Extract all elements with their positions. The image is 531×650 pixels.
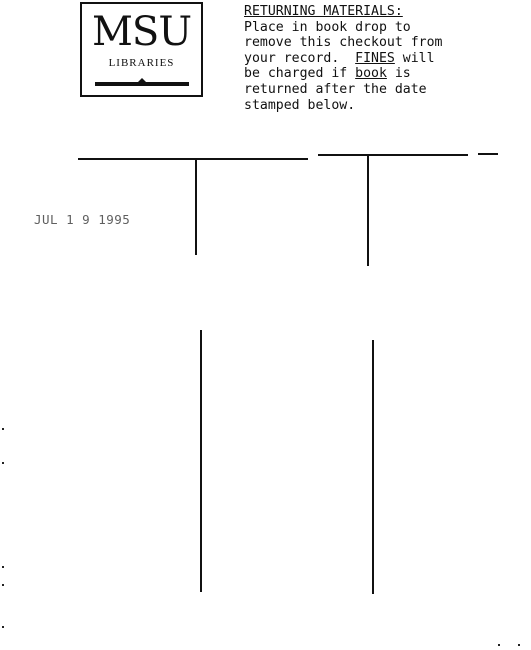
column-divider-right	[367, 156, 369, 266]
notice-line-3a: your record.	[244, 50, 356, 66]
header-rule-right	[318, 154, 468, 156]
notice-heading: RETURNING MATERIALS:	[244, 4, 403, 19]
msu-libraries-logo: MSU LIBRARIES	[80, 2, 203, 97]
margin-mark	[2, 462, 4, 464]
margin-mark	[2, 428, 4, 430]
notice-book: book	[355, 66, 387, 82]
header-rule	[78, 158, 308, 160]
margin-mark	[2, 584, 4, 586]
notice-line-2: remove this checkout from	[244, 35, 443, 51]
notice-fines: FINES	[355, 50, 395, 66]
header-rule-end	[478, 153, 498, 155]
logo-book-notch	[137, 78, 147, 83]
column-divider-left-lower	[200, 330, 202, 592]
notice-line-5: returned after the date	[244, 81, 427, 97]
notice-line-4b: is	[386, 66, 411, 82]
notice-line-4a: be charged if	[244, 66, 356, 82]
notice-line-3b: will	[394, 50, 435, 66]
returning-materials-notice: RETURNING MATERIALS: Place in book drop …	[244, 4, 529, 113]
column-divider-right-lower	[372, 340, 374, 594]
margin-mark	[498, 644, 500, 646]
logo-msu-text: MSU	[91, 9, 192, 55]
logo-libraries-text: LIBRARIES	[108, 57, 175, 69]
margin-mark	[518, 644, 520, 646]
margin-mark	[2, 626, 4, 628]
margin-mark	[2, 566, 4, 568]
notice-line-1: Place in book drop to	[244, 19, 411, 35]
column-divider-left	[195, 160, 197, 255]
notice-line-6: stamped below.	[244, 97, 356, 113]
due-date-stamp: JUL 1 9 1995	[34, 212, 131, 227]
logo-book-bar	[95, 82, 189, 86]
